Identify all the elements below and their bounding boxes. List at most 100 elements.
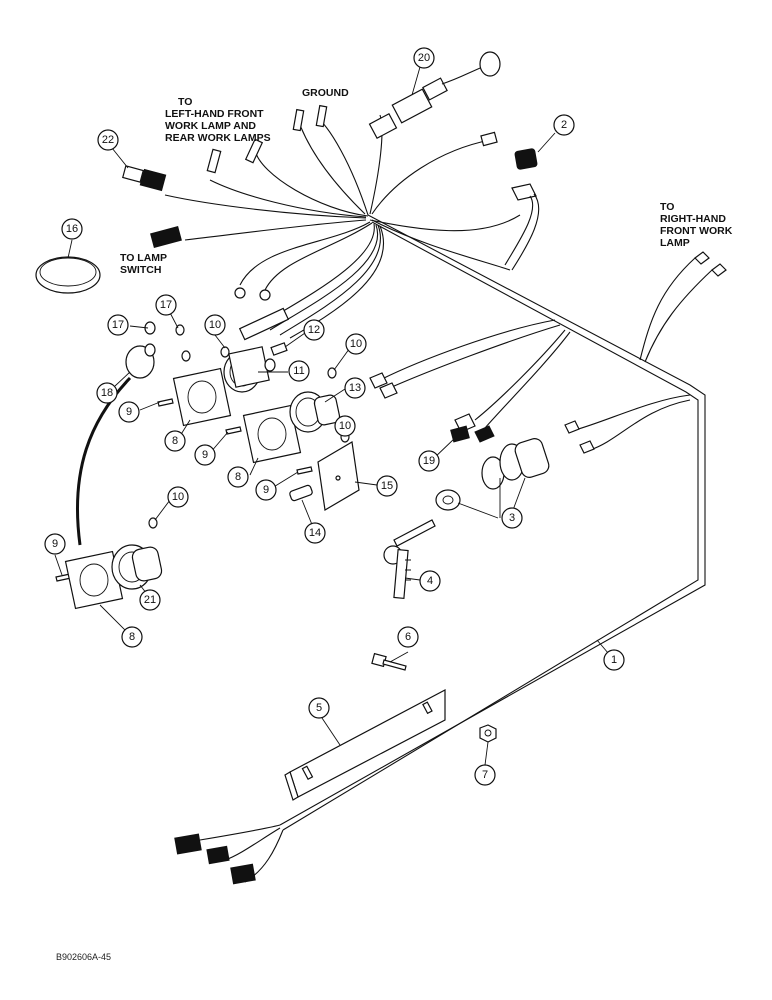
screws-9 — [55, 398, 313, 582]
ignition-switch-wires — [564, 394, 691, 454]
lamp-lens-16 — [35, 256, 101, 294]
svg-text:19: 19 — [423, 455, 435, 467]
figure-code: B902606A-45 — [56, 952, 111, 962]
svg-text:7: 7 — [482, 769, 488, 781]
label-right-hand-lamp: TO RIGHT-HAND FRONT WORK LAMP — [660, 201, 733, 249]
switch-14 — [289, 484, 313, 502]
bulb-12 — [270, 342, 288, 356]
bolt-6 — [371, 652, 407, 671]
svg-text:9: 9 — [202, 449, 208, 461]
mounting-plate-8b — [242, 404, 302, 464]
callout-bubble: 10 — [334, 415, 356, 437]
callout-bubble: 8 — [227, 466, 249, 488]
callout-bubble: 10 — [167, 486, 189, 508]
svg-text:21: 21 — [144, 594, 156, 606]
ground-terminals — [292, 104, 328, 132]
callout-bubble: 7 — [474, 764, 496, 786]
nut-7 — [479, 724, 497, 743]
label-left-hand-lamps: TO LEFT-HAND FRONT WORK LAMP AND REAR WO… — [165, 96, 271, 144]
callout-bubble: 10 — [204, 314, 226, 336]
lh-lamp-terminals — [206, 138, 264, 174]
label-line: REAR WORK LAMPS — [165, 132, 271, 144]
gauge-11 — [223, 346, 276, 393]
callout-bubble: 9 — [194, 444, 216, 466]
svg-text:20: 20 — [418, 52, 430, 64]
label-lamp-switch: TO LAMP SWITCH — [120, 252, 167, 276]
svg-text:8: 8 — [172, 435, 178, 447]
svg-text:12: 12 — [308, 324, 320, 336]
callouts: 20 2 22 16 17 17 10 12 10 11 13 18 9 8 9… — [44, 47, 625, 786]
callout-bubble: 9 — [44, 533, 66, 555]
svg-text:17: 17 — [160, 299, 172, 311]
callout-bubble: 11 — [288, 360, 310, 382]
callout-bubble: 8 — [121, 626, 143, 648]
svg-text:1: 1 — [611, 654, 617, 666]
ignition-switch-3 — [435, 438, 550, 511]
callout-bubble: 4 — [419, 570, 441, 592]
callout-bubble: 1 — [603, 649, 625, 671]
right-hand-lamp-wires — [639, 251, 727, 363]
callout-bubble: 5 — [308, 697, 330, 719]
callout-bubble: 10 — [345, 333, 367, 355]
mounting-plate-8a — [172, 367, 232, 427]
callout-bubble: 3 — [501, 507, 523, 529]
relay-2 — [480, 131, 540, 271]
callout-bubble: 12 — [303, 319, 325, 341]
connector-22 — [122, 165, 182, 248]
callout-bubble: 16 — [61, 218, 83, 240]
svg-text:16: 16 — [66, 223, 78, 235]
callout-bubble: 17 — [107, 314, 129, 336]
svg-text:18: 18 — [101, 387, 113, 399]
svg-text:10: 10 — [339, 420, 351, 432]
callout-bubble: 17 — [155, 294, 177, 316]
gauge-13 — [289, 391, 341, 433]
callout-bubble: 8 — [164, 430, 186, 452]
gauge-21 — [111, 544, 163, 590]
svg-text:9: 9 — [52, 538, 58, 550]
key-4 — [383, 519, 436, 599]
callout-bubble: 20 — [413, 47, 435, 69]
label-line: SWITCH — [120, 264, 161, 276]
svg-text:9: 9 — [126, 406, 132, 418]
callout-bubble: 22 — [97, 129, 119, 151]
svg-text:15: 15 — [381, 480, 393, 492]
label-line: TO — [660, 201, 674, 213]
ring-terminals — [234, 287, 290, 341]
label-line: LAMP — [660, 237, 690, 249]
svg-text:8: 8 — [129, 631, 135, 643]
svg-text:3: 3 — [509, 512, 515, 524]
callout-bubble: 21 — [139, 589, 161, 611]
callout-bubble: 15 — [376, 475, 398, 497]
callout-bubble: 9 — [255, 479, 277, 501]
svg-text:10: 10 — [172, 491, 184, 503]
callout-bubble: 18 — [96, 382, 118, 404]
svg-text:8: 8 — [235, 471, 241, 483]
switch-plate-15 — [317, 441, 360, 511]
svg-text:22: 22 — [102, 134, 114, 146]
mounting-plate-8c — [64, 550, 124, 610]
svg-text:11: 11 — [293, 365, 304, 377]
bracket-5 — [284, 689, 446, 801]
label-ground: GROUND — [302, 87, 349, 99]
callout-bubble: 13 — [344, 377, 366, 399]
callout-bubble: 6 — [397, 626, 419, 648]
svg-text:9: 9 — [263, 484, 269, 496]
callout-bubble: 2 — [553, 114, 575, 136]
callout-bubble: 19 — [418, 450, 440, 472]
svg-text:10: 10 — [350, 338, 362, 350]
connector-19 — [450, 425, 470, 443]
callout-bubble: 9 — [118, 401, 140, 423]
label-line: TO LAMP — [120, 252, 167, 264]
svg-text:5: 5 — [316, 702, 322, 714]
indicator-lens-18 — [125, 321, 191, 379]
label-line: TO — [178, 96, 192, 108]
connector-20 — [368, 51, 501, 140]
callout-bubble: 14 — [304, 522, 326, 544]
main-harness — [164, 114, 706, 831]
svg-text:2: 2 — [561, 119, 567, 131]
svg-text:13: 13 — [349, 382, 361, 394]
svg-text:6: 6 — [405, 631, 411, 643]
gauge-connector-wires — [369, 319, 571, 443]
